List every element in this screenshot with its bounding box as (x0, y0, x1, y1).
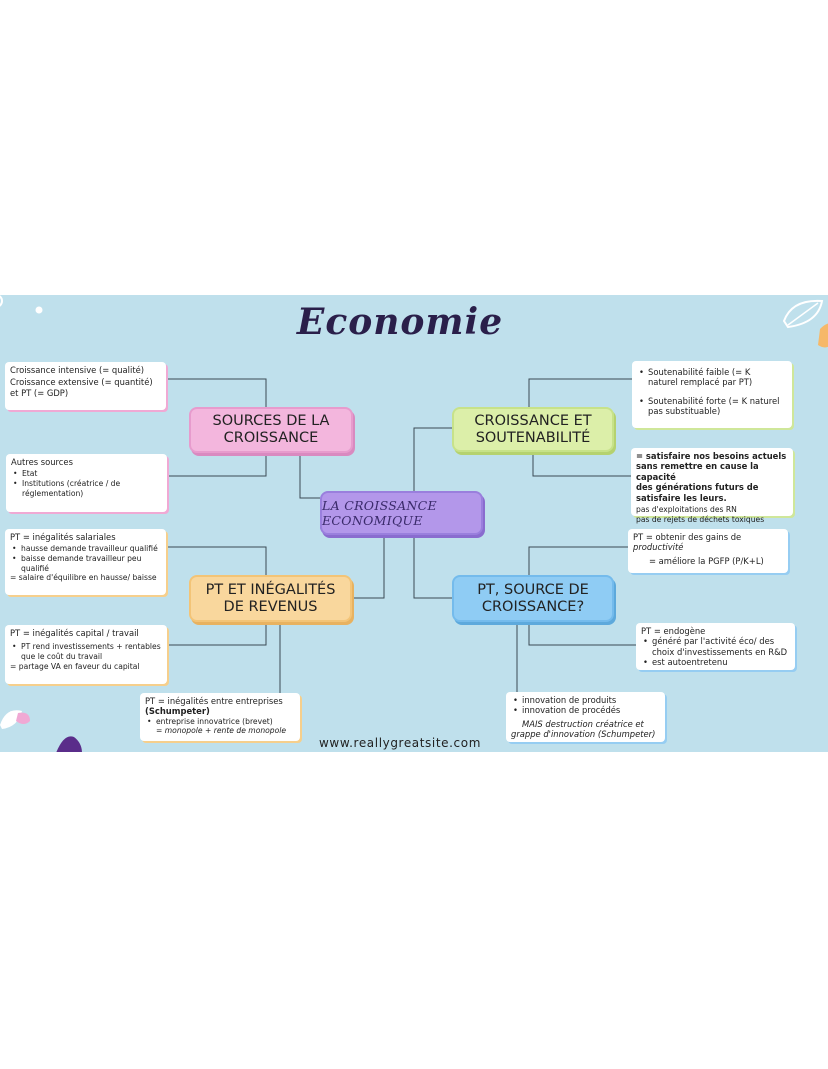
link-soutenabilite-card2 (532, 452, 631, 477)
card-line: des générations futurs de (636, 482, 759, 493)
card-bullet: PT rend investissements + rentables (10, 642, 162, 652)
card-pt-endogene: PT = endogène généré par l'activité éco/… (636, 623, 795, 670)
leaf-decoration-right-icon (782, 299, 828, 348)
link-source-croissance-card1 (528, 546, 628, 575)
topic-croissance-soutenabilite[interactable]: CROISSANCE ET SOUTENABILITÉ (452, 407, 614, 452)
central-topic[interactable]: LA CROISSANCE ECONOMIQUE (320, 491, 483, 535)
card-line: productivité (633, 542, 684, 553)
topic-pt-source-croissance[interactable]: PT, SOURCE DE CROISSANCE? (452, 575, 614, 622)
card-line: = salaire d'équilibre en hausse/ baisse (10, 573, 157, 583)
card-soutenabilite-definition: = satisfaire nos besoins actuels sans re… (631, 448, 793, 524)
card-line: qualifié (21, 563, 49, 573)
link-soutenabilite-card1 (528, 378, 632, 407)
card-line: sans remettre en cause la capacité (636, 461, 759, 482)
card-inegalites-entreprises: PT = inégalités entre entreprises (Schum… (140, 693, 300, 741)
card-bullet: hausse demande travailleur qualifié (10, 544, 161, 554)
card-soutenabilite-types: Soutenabilité faible (= K naturel rempla… (632, 361, 792, 428)
card-line: choix d'investissements en R&D (652, 646, 788, 657)
card-line: PT = inégalités entre entreprises (145, 696, 283, 706)
card-line: MAIS destruction créatrice et (522, 718, 644, 729)
card-line: PT = obtenir des gains de (633, 532, 742, 542)
card-bullet: baisse demande travailleur peu (10, 554, 161, 564)
card-innovation: innovation de produits innovation de pro… (506, 692, 665, 742)
flower-decoration-icon (56, 736, 82, 752)
card-inegalites-salariales: PT = inégalités salariales hausse demand… (5, 529, 166, 595)
card-line: Croissance intensive (= qualité) (10, 365, 145, 375)
card-bullet: Soutenabilité faible (= K (637, 367, 787, 378)
card-line: = partage VA en faveur du capital (10, 661, 140, 671)
card-autres-sources: Autres sources Etat Institutions (créatr… (6, 454, 167, 512)
card-inegalites-capital-travail: PT = inégalités capital / travail PT ren… (5, 625, 167, 684)
footer-url[interactable]: www.reallygreatsite.com (319, 736, 481, 750)
card-line: naturel remplacé par PT) (648, 377, 753, 388)
card-line: pas d'exploitations des RN (636, 505, 737, 515)
page-title: Economie (296, 301, 504, 343)
card-line: pas substituable) (648, 406, 721, 417)
leaf-decoration-left-icon (0, 295, 3, 307)
link-center-source-croissance (413, 535, 452, 599)
card-line: et PT (= GDP) (10, 387, 69, 398)
topic-sources-croissance[interactable]: SOURCES DE LA CROISSANCE (189, 407, 353, 453)
link-center-soutenabilite (413, 427, 452, 491)
card-line: = monopole + rente de monopole (156, 726, 287, 736)
card-gains-productivite: PT = obtenir des gains de productivité =… (628, 529, 788, 573)
link-sources-card2 (167, 453, 267, 477)
card-line: PT = endogène (641, 626, 706, 636)
card-line: = améliore la PGFP (P/K+L) (649, 555, 764, 566)
card-line: satisfaire les leurs. (636, 492, 727, 503)
card-line: PT = inégalités salariales (10, 532, 116, 542)
card-line: réglementation) (22, 488, 84, 498)
card-bullet: Etat (11, 469, 162, 479)
card-line: = satisfaire nos besoins actuels (636, 451, 787, 461)
card-bullet: généré par l'activité éco/ des (641, 636, 790, 647)
card-line: pas de rejets de déchets toxiques (636, 514, 765, 524)
connector-lines (166, 378, 636, 693)
card-bullet: innovation de produits (511, 695, 660, 706)
link-inegalites-card1 (166, 546, 267, 575)
card-line: Croissance extensive (= quantité) (10, 377, 153, 388)
card-bullet: entreprise innovatrice (brevet) (145, 717, 295, 727)
card-line: (Schumpeter) (145, 706, 210, 717)
mindmap-canvas: Economie SOURCES DE LA CROISSANCE CROISS… (0, 295, 828, 752)
card-bullet: innovation de procédés (511, 705, 660, 716)
dot-decoration-icon (35, 306, 43, 314)
card-heading: Autres sources (11, 457, 73, 467)
link-source-croissance-card2 (528, 622, 636, 646)
leaf-decoration-bottom-left-icon (0, 710, 30, 729)
link-sources-card1 (166, 378, 267, 407)
card-line: que le coût du travail (21, 652, 103, 661)
card-line: PT = inégalités capital / travail (10, 628, 139, 638)
topic-pt-inegalites[interactable]: PT ET INÉGALITÉS DE REVENUS (189, 575, 352, 622)
card-line: grappe d'innovation (Schumpeter) (511, 729, 656, 740)
card-bullet: Institutions (créatrice / de (11, 479, 162, 489)
card-sources-types: Croissance intensive (= qualité) Croissa… (5, 362, 166, 410)
card-bullet: Soutenabilité forte (= K naturel (637, 396, 787, 407)
link-inegalites-card2 (167, 622, 267, 646)
card-bullet: est autoentretenu (641, 657, 790, 668)
